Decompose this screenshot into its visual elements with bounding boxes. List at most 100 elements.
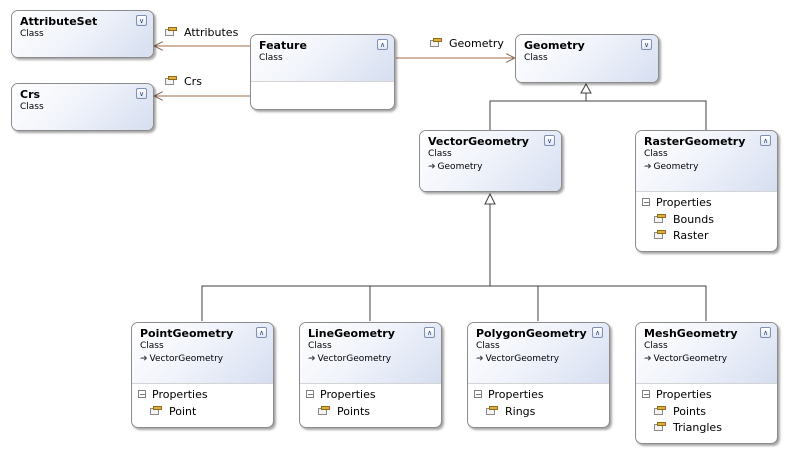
inherit-arrow-icon: ➜	[644, 162, 652, 172]
class-name: RasterGeometry	[644, 135, 746, 148]
double-chevron-up-icon[interactable]: ∧	[256, 327, 267, 338]
double-chevron-up-icon[interactable]: ∧	[592, 327, 603, 338]
class-header: Geometry Class ∨	[516, 35, 658, 82]
class-name: VectorGeometry	[428, 135, 529, 148]
class-rastergeometry[interactable]: RasterGeometry Class ➜Geometry ∧ −Proper…	[635, 130, 778, 252]
property-icon	[654, 230, 666, 240]
class-stereotype: Class	[644, 341, 668, 351]
property-icon	[165, 27, 177, 37]
class-polygongeometry[interactable]: PolygonGeometry Class ➜VectorGeometry ∧ …	[467, 322, 610, 428]
class-header: Crs Class ∨	[12, 84, 153, 130]
collapse-minus-icon[interactable]: −	[642, 198, 650, 207]
class-base: ➜VectorGeometry	[308, 354, 392, 364]
class-name: Feature	[259, 39, 307, 52]
class-crs[interactable]: Crs Class ∨	[11, 83, 154, 131]
class-stereotype: Class	[20, 102, 44, 112]
class-pointgeometry[interactable]: PointGeometry Class ➜VectorGeometry ∧ −P…	[131, 322, 274, 428]
property-icon	[654, 422, 666, 432]
property-icon	[654, 406, 666, 416]
class-name: Geometry	[524, 39, 585, 52]
class-vectorgeometry[interactable]: VectorGeometry Class ➜Geometry ∨	[419, 130, 562, 192]
property-item[interactable]: Triangles	[636, 420, 777, 436]
class-name: PolygonGeometry	[476, 327, 587, 340]
class-name: PointGeometry	[140, 327, 234, 340]
inherit-arrow-icon: ➜	[644, 354, 652, 364]
class-feature[interactable]: Feature Class ∧	[250, 34, 395, 110]
class-body: −Properties Bounds Raster	[636, 191, 777, 244]
inherit-vectorgeometry	[201, 192, 707, 321]
collapse-minus-icon[interactable]: −	[474, 390, 482, 399]
inherit-geometry	[489, 82, 707, 130]
property-icon	[430, 38, 442, 48]
class-header: LineGeometry Class ➜VectorGeometry ∧	[300, 323, 441, 383]
class-name: Crs	[20, 88, 41, 101]
class-stereotype: Class	[140, 341, 164, 351]
class-header: MeshGeometry Class ➜VectorGeometry ∧	[636, 323, 777, 383]
class-name: LineGeometry	[308, 327, 395, 340]
collapse-minus-icon[interactable]: −	[642, 390, 650, 399]
property-icon	[654, 214, 666, 224]
class-stereotype: Class	[20, 29, 44, 39]
double-chevron-down-icon[interactable]: ∨	[136, 88, 147, 99]
properties-section[interactable]: −Properties	[138, 388, 208, 401]
class-meshgeometry[interactable]: MeshGeometry Class ➜VectorGeometry ∧ −Pr…	[635, 322, 778, 444]
class-body: −Properties Points Triangles	[636, 383, 777, 436]
class-geometry[interactable]: Geometry Class ∨	[515, 34, 659, 83]
property-item[interactable]: Points	[636, 404, 777, 420]
assoc-label-geometry: Geometry	[430, 37, 504, 51]
property-item[interactable]: Rings	[468, 404, 609, 420]
class-base: ➜Geometry	[644, 162, 699, 172]
class-base: ➜VectorGeometry	[476, 354, 560, 364]
class-stereotype: Class	[428, 149, 452, 159]
property-icon	[165, 76, 177, 86]
class-name: MeshGeometry	[644, 327, 738, 340]
inherit-arrow-icon: ➜	[476, 354, 484, 364]
class-body: −Properties Point	[132, 383, 273, 420]
class-header: PointGeometry Class ➜VectorGeometry ∧	[132, 323, 273, 383]
inherit-arrow-icon: ➜	[308, 354, 316, 364]
inherit-arrow-icon: ➜	[140, 354, 148, 364]
inherit-arrow-icon: ➜	[428, 162, 436, 172]
class-header: Feature Class ∧	[251, 35, 394, 81]
class-body: −Properties Rings	[468, 383, 609, 420]
double-chevron-up-icon[interactable]: ∧	[377, 39, 388, 50]
double-chevron-up-icon[interactable]: ∧	[760, 327, 771, 338]
double-chevron-down-icon[interactable]: ∨	[544, 135, 555, 146]
class-header: PolygonGeometry Class ➜VectorGeometry ∧	[468, 323, 609, 383]
property-icon	[150, 406, 162, 416]
class-stereotype: Class	[476, 341, 500, 351]
double-chevron-up-icon[interactable]: ∧	[760, 135, 771, 146]
property-item[interactable]: Point	[132, 404, 273, 420]
class-body	[251, 81, 394, 109]
double-chevron-down-icon[interactable]: ∨	[136, 15, 147, 26]
class-stereotype: Class	[644, 149, 668, 159]
class-base: ➜VectorGeometry	[644, 354, 728, 364]
double-chevron-down-icon[interactable]: ∨	[641, 39, 652, 50]
property-item[interactable]: Points	[300, 404, 441, 420]
property-item[interactable]: Bounds	[636, 212, 777, 228]
class-header: VectorGeometry Class ➜Geometry ∨	[420, 131, 561, 191]
properties-section[interactable]: −Properties	[474, 388, 544, 401]
class-base: ➜Geometry	[428, 162, 483, 172]
class-stereotype: Class	[524, 53, 548, 63]
class-linegeometry[interactable]: LineGeometry Class ➜VectorGeometry ∧ −Pr…	[299, 322, 442, 428]
double-chevron-up-icon[interactable]: ∧	[424, 327, 435, 338]
property-item[interactable]: Raster	[636, 228, 777, 244]
class-stereotype: Class	[308, 341, 332, 351]
properties-section[interactable]: −Properties	[306, 388, 376, 401]
properties-section[interactable]: −Properties	[642, 388, 712, 401]
class-header: AttributeSet Class ∨	[12, 11, 153, 57]
properties-section[interactable]: −Properties	[642, 196, 712, 209]
property-icon	[486, 406, 498, 416]
class-stereotype: Class	[259, 53, 283, 63]
assoc-label-attributes: Attributes	[165, 26, 238, 40]
class-body: −Properties Points	[300, 383, 441, 420]
class-attributeset[interactable]: AttributeSet Class ∨	[11, 10, 154, 58]
collapse-minus-icon[interactable]: −	[306, 390, 314, 399]
assoc-label-crs: Crs	[165, 75, 202, 89]
property-icon	[318, 406, 330, 416]
collapse-minus-icon[interactable]: −	[138, 390, 146, 399]
class-header: RasterGeometry Class ➜Geometry ∧	[636, 131, 777, 191]
class-name: AttributeSet	[20, 15, 98, 28]
